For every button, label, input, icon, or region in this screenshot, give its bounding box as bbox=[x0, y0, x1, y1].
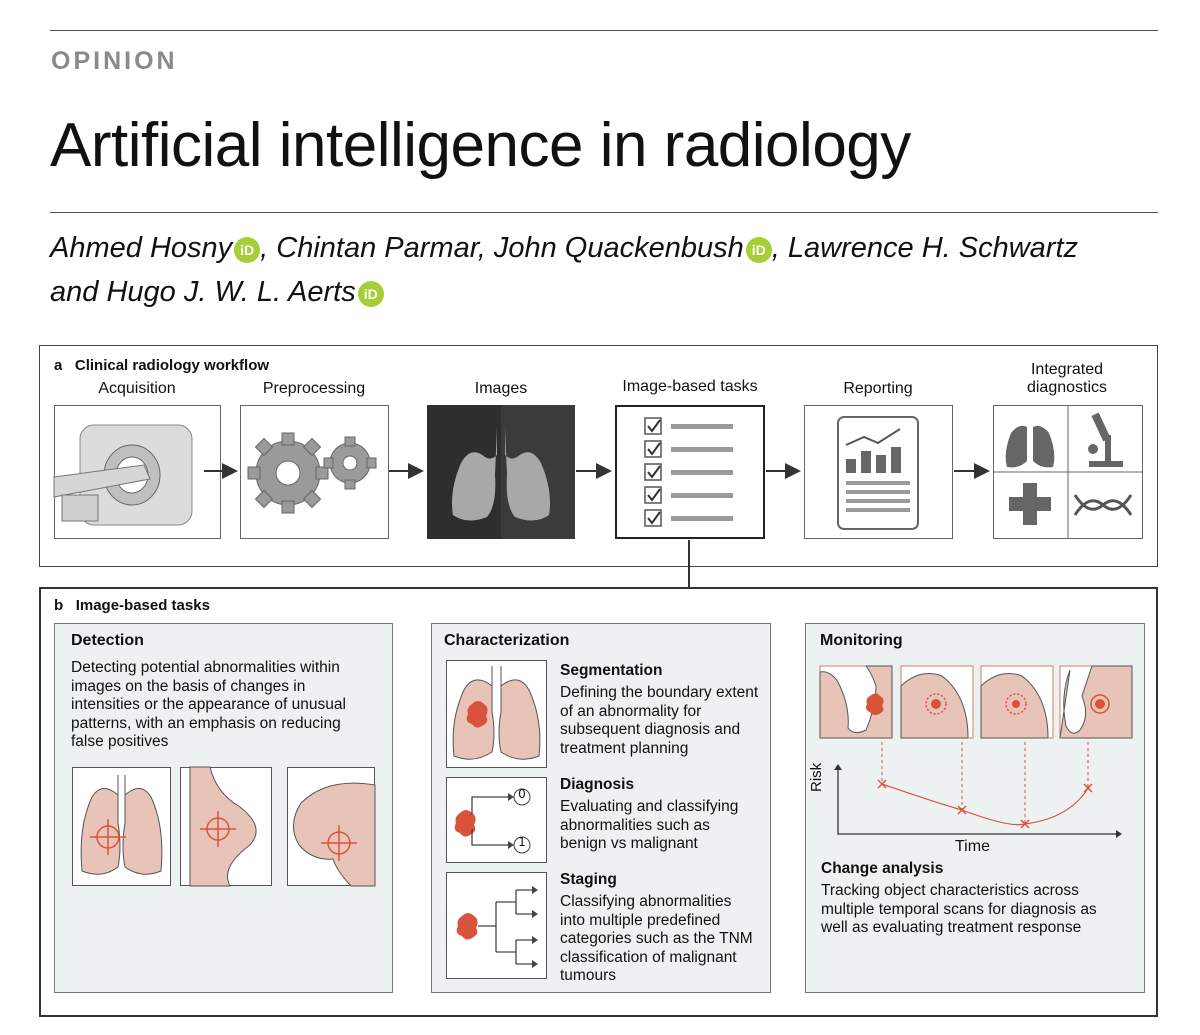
staging-text: Classifying abnormalities into multiple … bbox=[560, 893, 760, 986]
segmentation-text: Defining the boundary extent of an abnor… bbox=[560, 684, 760, 758]
panel-b-heading: Image-based tasks bbox=[76, 597, 210, 614]
time-axis-label: Time bbox=[955, 838, 990, 856]
monitoring-title: Monitoring bbox=[820, 632, 903, 650]
segmentation-title: Segmentation bbox=[560, 662, 662, 680]
diagnosis-text: Evaluating and classifying abnormalities… bbox=[560, 798, 760, 854]
risk-time-plot bbox=[820, 742, 1132, 842]
diagnosis-title: Diagnosis bbox=[560, 776, 634, 794]
panel-b-letter: b bbox=[54, 597, 63, 614]
diagnosis-output-0: 0 bbox=[518, 787, 526, 801]
risk-axis-label: Risk bbox=[808, 763, 825, 792]
change-analysis-text: Tracking object characteristics across m… bbox=[821, 882, 1121, 938]
diagnosis-output-1: 1 bbox=[518, 835, 526, 849]
segmentation-lung-icon bbox=[446, 660, 547, 768]
detection-title: Detection bbox=[71, 632, 144, 650]
characterization-title: Characterization bbox=[444, 632, 569, 650]
lung-target-icon bbox=[72, 767, 171, 886]
breast-target-icon bbox=[180, 767, 272, 886]
panel-b-title: b Image-based tasks bbox=[54, 597, 210, 614]
brain-target-icon bbox=[287, 767, 375, 886]
diagnosis-tree-icon bbox=[446, 777, 547, 863]
monitoring-scans bbox=[820, 666, 1132, 742]
change-analysis-title: Change analysis bbox=[821, 860, 943, 878]
detection-text: Detecting potential abnormalities within… bbox=[71, 659, 376, 752]
staging-title: Staging bbox=[560, 871, 617, 889]
staging-tree-icon bbox=[446, 872, 547, 979]
